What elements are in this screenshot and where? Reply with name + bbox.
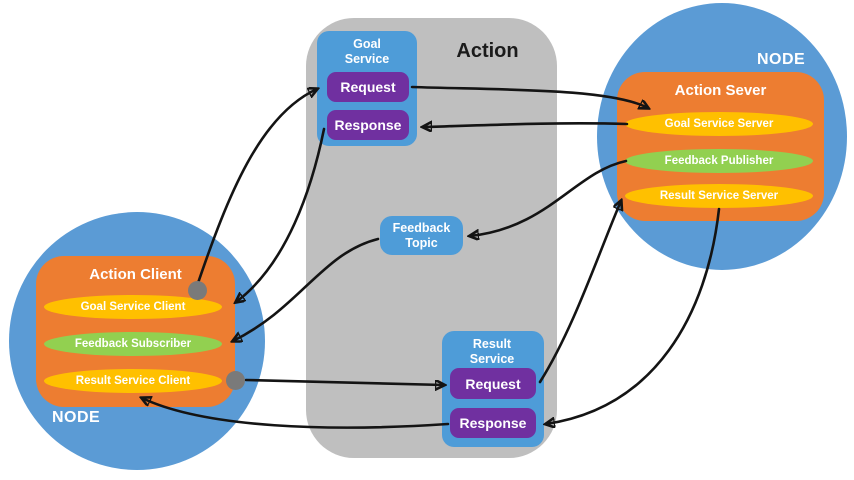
- result-connection-dot: [226, 371, 245, 390]
- action-server-title: Action Sever: [674, 82, 767, 99]
- goal-connection-dot: [188, 281, 207, 300]
- goal-request-box: Request: [327, 72, 409, 102]
- action-server-box: Action Sever Goal Service Server Feedbac…: [617, 72, 824, 221]
- action-client-title: Action Client: [89, 266, 182, 283]
- goal-service-server-pill: Goal Service Server: [625, 112, 813, 136]
- goal-response-box: Response: [327, 110, 409, 140]
- feedback-topic-label: Feedback Topic: [392, 220, 451, 250]
- goal-service-label: Goal Service: [344, 37, 390, 66]
- goal-service-box: Goal Service Request Response: [317, 31, 417, 146]
- feedback-topic-box: Feedback Topic: [380, 216, 463, 255]
- result-service-server-pill: Result Service Server: [625, 184, 813, 208]
- feedback-publisher-pill: Feedback Publisher: [625, 149, 813, 173]
- left-node-label: NODE: [52, 409, 101, 426]
- right-node-label: NODE: [757, 51, 806, 68]
- action-title: Action: [456, 40, 519, 62]
- result-service-label: Result Service: [469, 337, 515, 366]
- result-response-box: Response: [450, 408, 536, 438]
- result-request-box: Request: [450, 368, 536, 399]
- action-client-box: Action Client Goal Service Client Feedba…: [36, 256, 235, 407]
- result-service-box: Result Service Request Response: [442, 331, 544, 447]
- result-service-client-pill: Result Service Client: [44, 369, 222, 393]
- feedback-subscriber-pill: Feedback Subscriber: [44, 332, 222, 356]
